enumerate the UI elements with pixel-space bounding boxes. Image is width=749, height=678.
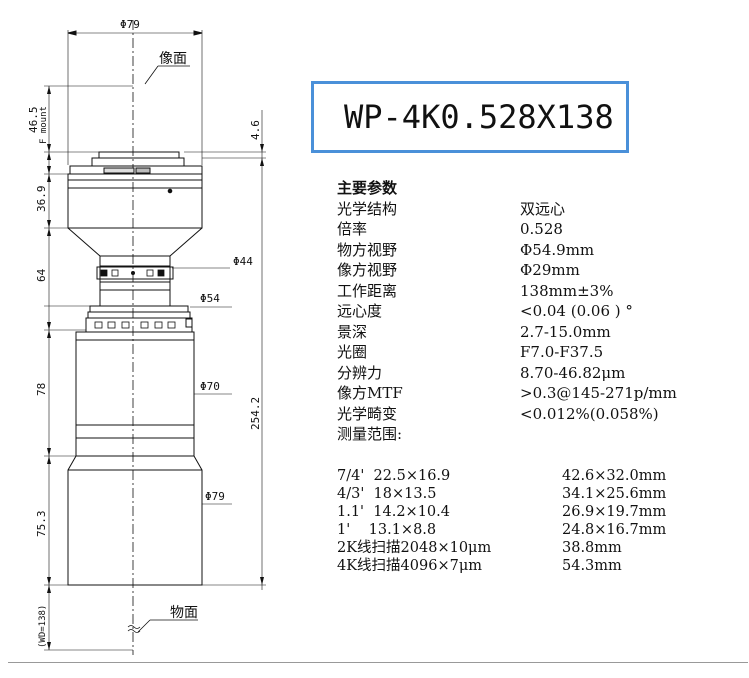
spec-value: 8.70-46.82μm — [520, 363, 626, 382]
spec-row: 倍率 0.528 — [337, 219, 677, 240]
dim-46-5: 46.5 — [27, 107, 40, 134]
spec-value: 0.528 — [520, 220, 563, 238]
spec-label: 工作距离 — [337, 281, 398, 300]
range-sensor: 4K线扫描4096×7μm — [337, 558, 483, 574]
range-row: 1' 13.1×8.8 24.8×16.7mm — [337, 521, 666, 539]
range-sensor: 1' 13.1×8.8 — [337, 522, 437, 538]
model-title: WP-4K0.528X138 — [344, 98, 614, 136]
label-object-plane: 物面 — [170, 605, 198, 621]
spec-label: 分辨力 — [337, 363, 383, 382]
spec-label: 像方视野 — [337, 261, 398, 279]
dim-64: 64 — [35, 268, 48, 282]
spec-value: Φ54.9mm — [520, 240, 595, 259]
spec-label: 远心度 — [337, 302, 383, 320]
range-row: 7/4' 22.5×16.9 42.6×32.0mm — [337, 467, 666, 485]
spec-row: 物方视野 Φ54.9mm — [337, 240, 677, 261]
dim-f-mount: F mount — [39, 106, 49, 144]
spec-list: 主要参数 光学结构 双远心倍率 0.528 物方视野 Φ54.9mm 像方视野 Φ29mm 工… — [337, 178, 677, 445]
dim-top-width: Φ79 — [120, 18, 140, 31]
spec-row: 光圈 F7.0-F37.5 — [337, 342, 677, 363]
spec-row: 像方视野 Φ29mm — [337, 260, 677, 281]
spec-value: F7.0-F37.5 — [520, 343, 604, 361]
range-sensor: 7/4' 22.5×16.9 — [337, 468, 451, 484]
dim-75-3: 75.3 — [35, 511, 48, 538]
spec-row: 光学畸变 <0.012%(0.058%) — [337, 404, 677, 425]
range-sensor: 4/3' 18×13.5 — [337, 486, 437, 502]
dim-dia-79: Φ79 — [205, 490, 225, 503]
range-field: 24.8×16.7mm — [562, 522, 667, 538]
spec-label: 测量范围: — [337, 425, 403, 443]
dim-dia-54: Φ54 — [200, 292, 220, 305]
range-row: 2K线扫描2048×10μm 38.8mm — [337, 539, 666, 557]
range-field: 26.9×19.7mm — [562, 504, 667, 520]
range-field: 34.1×25.6mm — [562, 486, 667, 502]
spec-label: 光学结构 — [337, 199, 398, 218]
spec-value: 138mm±3% — [520, 281, 614, 300]
spec-row: 光学结构 双远心 — [337, 199, 677, 220]
spec-label: 物方视野 — [337, 240, 398, 259]
spec-label: 像方MTF — [337, 384, 403, 402]
spec-row: 分辨力 8.70-46.82μm — [337, 363, 677, 384]
spec-heading: 主要参数 — [337, 179, 398, 197]
divider — [8, 662, 748, 663]
spec-value: <0.04 (0.06 ) ° — [520, 302, 633, 320]
label-image-plane: 像面 — [159, 51, 187, 67]
range-sensor: 2K线扫描2048×10μm — [337, 540, 492, 556]
dim-dia-44: Φ44 — [233, 255, 253, 268]
range-row: 1.1' 14.2×10.4 26.9×19.7mm — [337, 503, 666, 521]
spec-row: 景深 2.7-15.0mm — [337, 322, 677, 343]
spec-row: 远心度 <0.04 (0.06 ) ° — [337, 301, 677, 322]
range-list: 7/4' 22.5×16.9 42.6×32.0mm 4/3' 18×13.5 34.… — [337, 467, 666, 575]
range-row: 4K线扫描4096×7μm 54.3mm — [337, 557, 666, 575]
range-field: 42.6×32.0mm — [562, 468, 667, 484]
spec-label: 景深 — [337, 322, 368, 341]
dim-wd: (WD=138) — [38, 605, 48, 648]
range-field: 38.8mm — [562, 540, 622, 556]
dim-total: 254.2 — [249, 397, 262, 430]
spec-value: 双远心 — [520, 199, 566, 218]
dim-dia-70: Φ70 — [200, 380, 220, 393]
spec-value: >0.3@145-271p/mm — [520, 384, 677, 402]
spec-row: 工作距离 138mm±3% — [337, 281, 677, 302]
range-sensor: 1.1' 14.2×10.4 — [337, 504, 450, 520]
spec-row: 测量范围: — [337, 424, 677, 445]
spec-value: 2.7-15.0mm — [520, 322, 611, 341]
range-field: 54.3mm — [562, 558, 622, 574]
spec-label: 倍率 — [337, 220, 368, 238]
spec-row: 像方MTF >0.3@145-271p/mm — [337, 383, 677, 404]
dim-4-6: 4.6 — [249, 120, 262, 140]
spec-label: 光圈 — [337, 343, 368, 361]
spec-value: Φ29mm — [520, 261, 580, 279]
spec-label: 光学畸变 — [337, 404, 398, 423]
dim-78: 78 — [35, 383, 48, 396]
spec-value: <0.012%(0.058%) — [520, 404, 659, 423]
model-title-box: WP-4K0.528X138 — [311, 81, 629, 153]
range-row: 4/3' 18×13.5 34.1×25.6mm — [337, 485, 666, 503]
dim-36-9: 36.9 — [35, 186, 48, 213]
